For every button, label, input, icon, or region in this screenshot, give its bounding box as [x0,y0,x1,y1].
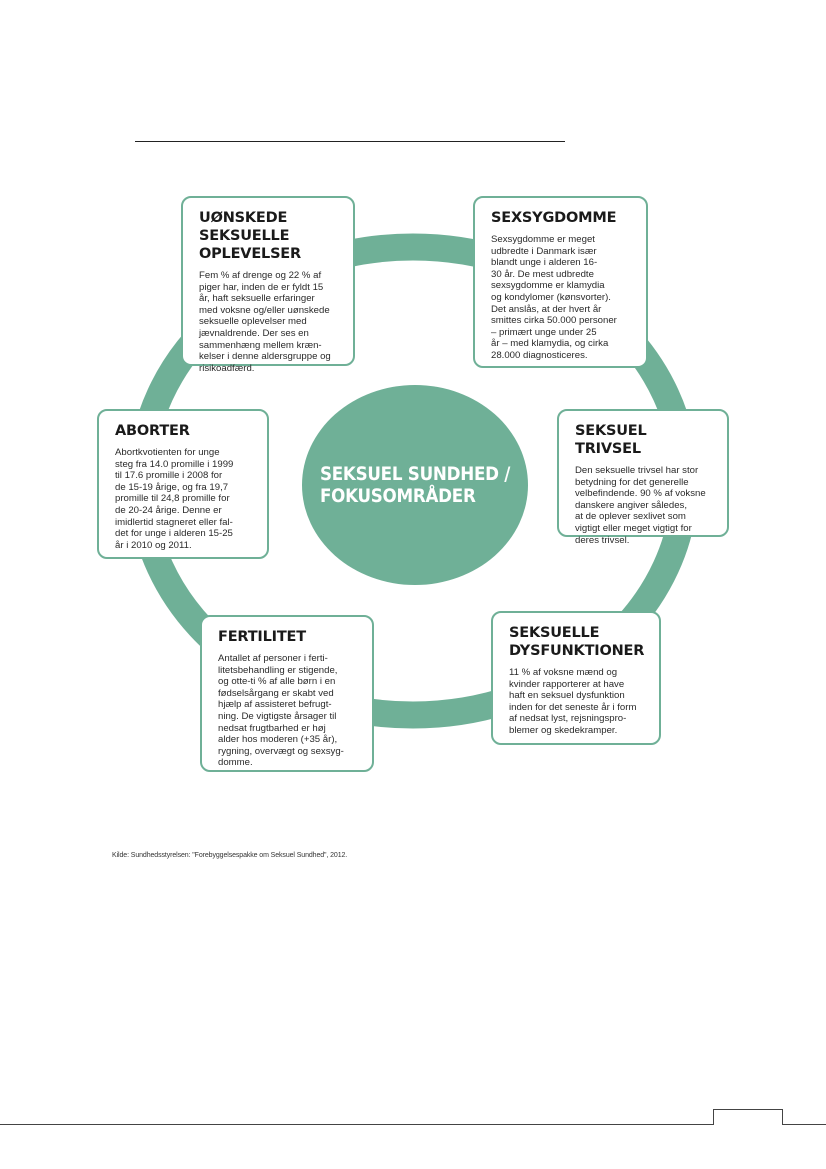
card-seksuel-trivsel: SEKSUEL TRIVSEL Den seksuelle trivsel ha… [557,409,729,546]
card-text: Abortkvotienten for unge steg fra 14.0 p… [115,447,234,551]
card-title: ABORTER [115,423,190,439]
card-text: Den seksuelle trivsel har stor betydning… [575,465,706,546]
card-text: Fem % af drenge og 22 % af piger har, in… [199,270,331,374]
card-unwanted-experiences: UØNSKEDE SEKSUELLE OPLEVELSER Fem % af d… [181,196,355,374]
card-text: Antallet af personer i ferti- litetsbeha… [218,653,344,769]
card-title: FERTILITET [218,629,306,645]
card-fertilitet: FERTILITET Antallet af personer i ferti-… [200,615,374,772]
footer-rule [0,1124,826,1125]
card-sexsygdomme: SEXSYGDOMME Sexsygdomme er meget udbredt… [473,196,648,368]
top-rule [135,141,565,142]
card-title: SEXSYGDOMME [491,210,617,226]
card-aborter: ABORTER Abortkvotienten for unge steg fr… [97,409,269,559]
card-text: 11 % af voksne mænd og kvinder rapporter… [509,667,637,736]
card-title: UØNSKEDE SEKSUELLE OPLEVELSER [199,210,301,262]
card-text: Sexsygdomme er meget udbredte i Danmark … [491,234,617,361]
card-title: SEKSUELLE DYSFUNKTIONER [509,625,645,659]
source-note: Kilde: Sundhedsstyrelsen: "Forebyggelses… [112,852,348,859]
center-circle: SEKSUEL SUNDHED / FOKUSOMRÅDER [302,385,528,585]
card-title: SEKSUEL TRIVSEL [575,423,647,457]
page-number-tab [713,1109,783,1125]
card-seksuelle-dysfunktioner: SEKSUELLE DYSFUNKTIONER 11 % af voksne m… [491,611,661,745]
center-title: SEKSUEL SUNDHED / FOKUSOMRÅDER [319,463,511,507]
